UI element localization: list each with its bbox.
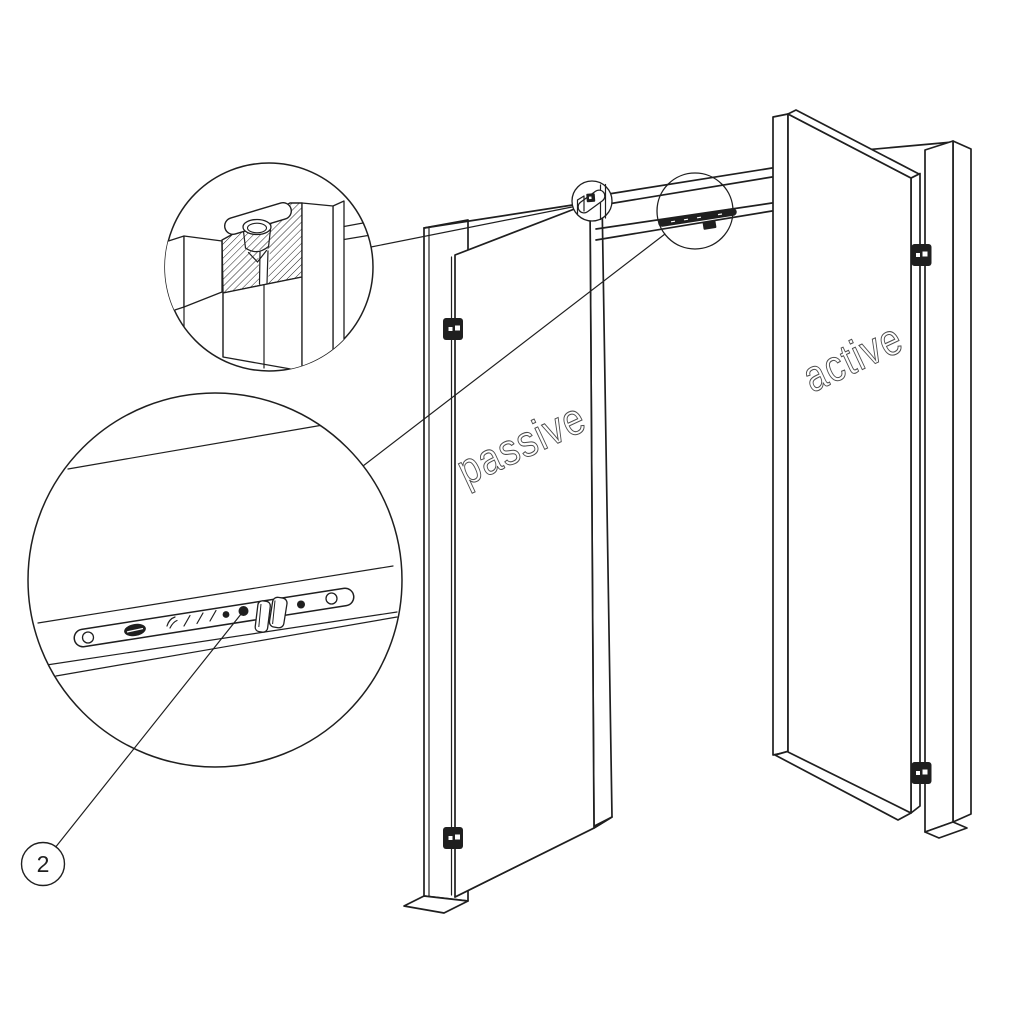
section-right-board-side [332, 200, 345, 354]
hinge-icon [911, 762, 932, 784]
callout-circle-keeper [571, 180, 613, 222]
header-back-edge-line [423, 201, 593, 229]
door-face-arris-line [67, 424, 324, 470]
active-door-top [787, 109, 920, 179]
hinge-icon [443, 318, 463, 340]
section-right-board-face [301, 202, 334, 371]
corner-socket-cylinder-icon [224, 202, 292, 263]
door-edge-top-line [37, 565, 394, 624]
flip-lever-icon [254, 596, 288, 633]
detail-circle-corner-socket [164, 162, 374, 372]
callout-circle-header-bolt [656, 172, 737, 250]
flush-bolt-faceplate [73, 587, 355, 648]
balloon-number: 2 [37, 851, 50, 877]
detail-circle-flush-bolt [27, 392, 403, 847]
section-left-board-face [183, 235, 223, 308]
passive-door: passive [443, 196, 613, 898]
screw-hole-icon [325, 592, 338, 605]
leaning-jamb-foot [924, 821, 968, 839]
passive-door-face [454, 202, 595, 898]
active-door-edge-face [910, 172, 921, 814]
left-jamb-foot [403, 895, 469, 914]
leader-line-corner-detail [370, 206, 573, 248]
keeper-socket-icon [586, 193, 596, 203]
leader-line-balloon-2 [55, 610, 245, 847]
frame-right-jamb [772, 113, 789, 756]
door-edge-bottom-line [39, 611, 398, 667]
hinge-icon [911, 244, 932, 266]
leader-line-flushbolt-detail [362, 233, 666, 467]
flush-bolt-plate-icon [658, 208, 737, 230]
hinge-icon [443, 827, 463, 849]
leaning-jamb-post [819, 140, 972, 839]
screw-hole-icon [81, 631, 95, 644]
spring-clip-icon [166, 616, 178, 629]
active-door: active [774, 109, 932, 821]
section-lower-boards [222, 276, 303, 371]
balloon-callout-2: 2 [20, 841, 66, 887]
active-door-face [787, 113, 912, 814]
